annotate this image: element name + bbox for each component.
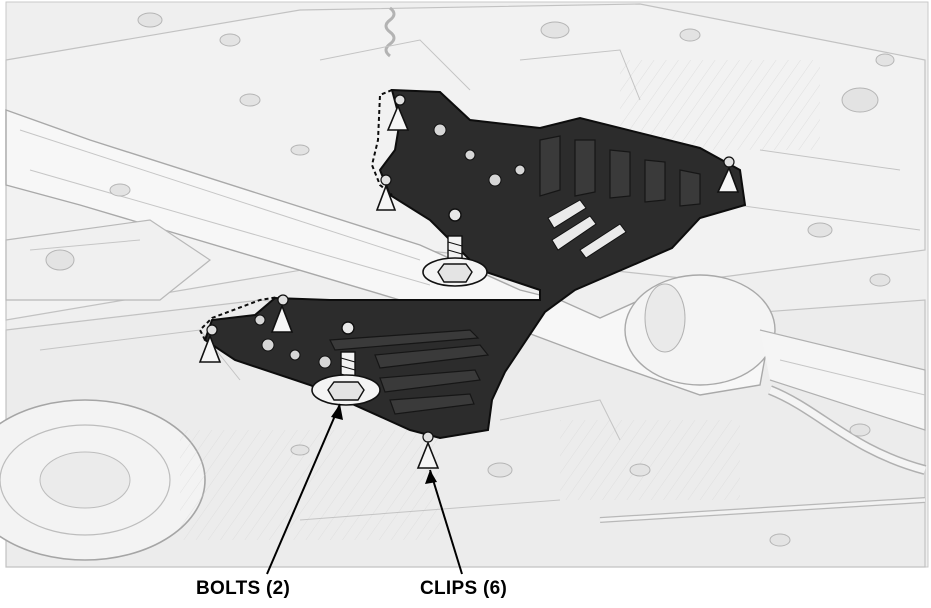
bolt-upper — [422, 208, 488, 287]
clip-arrow-icon — [198, 324, 222, 363]
clip-arrow-icon — [716, 156, 740, 193]
clip-arrow-icon — [386, 94, 410, 131]
clip-arrow-icon — [375, 174, 397, 211]
leader-line-bolts — [266, 403, 343, 575]
bolt-lower — [311, 321, 381, 406]
leader-line-clips — [425, 469, 463, 575]
clip-arrow-icon — [270, 294, 294, 333]
clips-callout-label: CLIPS (6) — [420, 578, 508, 599]
bolts-callout-label: BOLTS (2) — [196, 578, 291, 599]
clip-arrow-icon — [416, 431, 440, 469]
